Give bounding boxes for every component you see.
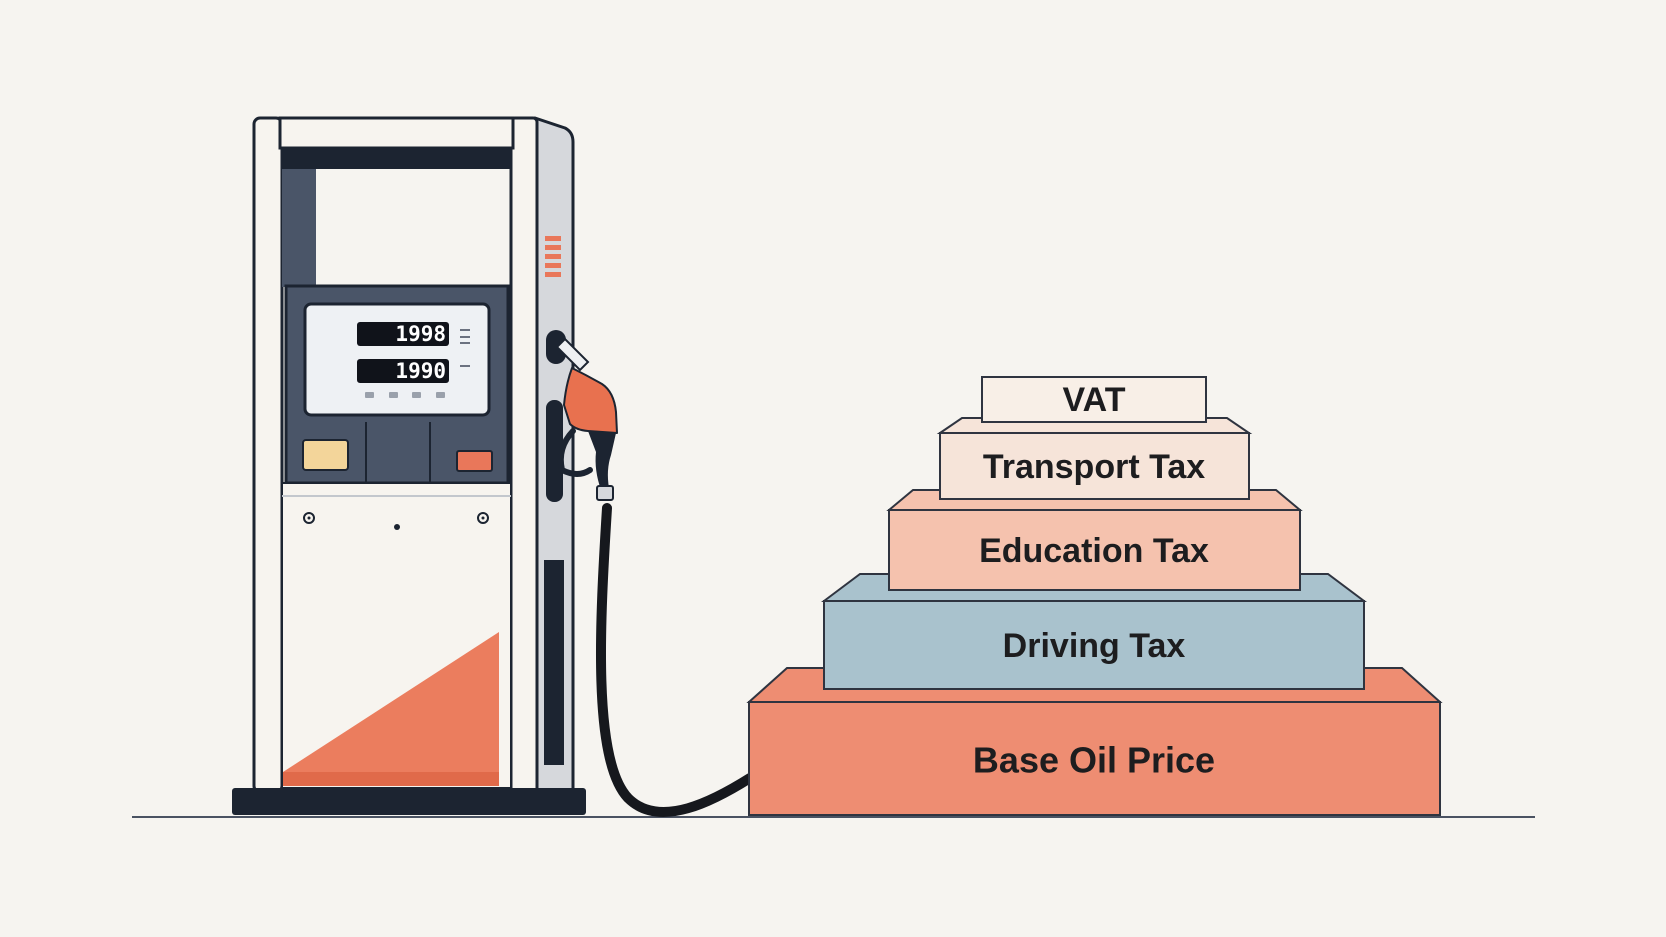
layer-front-face <box>939 432 1250 500</box>
layer-driving-tax: Driving Tax <box>821 573 1367 690</box>
readout-ticks <box>460 329 470 367</box>
pump-header-strip <box>282 148 511 169</box>
screen-indicator-dots <box>365 392 445 398</box>
fuel-nozzle <box>546 330 618 501</box>
price-layers: Base Oil Price Driving Tax Education Tax… <box>746 376 1443 816</box>
layer-vat: VAT <box>981 376 1207 423</box>
layer-front-face <box>981 376 1207 423</box>
yellow-button[interactable] <box>302 439 349 471</box>
readout-bottom: 1990 <box>395 359 446 383</box>
side-slot <box>544 560 564 765</box>
layer-base-oil-price: Base Oil Price <box>746 667 1443 816</box>
readout-top-box <box>357 322 449 346</box>
pump-screws <box>303 512 489 530</box>
pump-top-bar <box>278 116 515 150</box>
layer-label: VAT <box>1063 381 1126 419</box>
pump-left-pillar <box>252 116 284 794</box>
layer-front-face <box>888 509 1301 591</box>
layer-label: Base Oil Price <box>973 740 1215 781</box>
pump-orange-base <box>283 772 499 786</box>
layer-transport-tax: Transport Tax <box>936 417 1253 500</box>
pump-orange-triangle <box>283 632 499 772</box>
layer-label: Driving Tax <box>1003 627 1186 665</box>
pump-right-pillar <box>509 116 539 794</box>
nozzle-holster <box>546 400 563 502</box>
layer-label: Education Tax <box>979 532 1209 570</box>
pump-inner-strip <box>282 169 316 287</box>
layer-education-tax: Education Tax <box>886 489 1303 591</box>
readout-bottom-box <box>357 359 449 383</box>
layer-front-face <box>823 600 1365 690</box>
fuel-hose <box>596 503 755 817</box>
orange-button[interactable] <box>456 450 493 472</box>
side-vents <box>545 236 561 277</box>
layer-front-face <box>748 701 1441 816</box>
fuel-pump: 1998 1990 <box>232 116 586 815</box>
readout-top: 1998 <box>395 322 446 346</box>
pump-base <box>232 788 586 815</box>
layer-label: Transport Tax <box>983 448 1205 486</box>
